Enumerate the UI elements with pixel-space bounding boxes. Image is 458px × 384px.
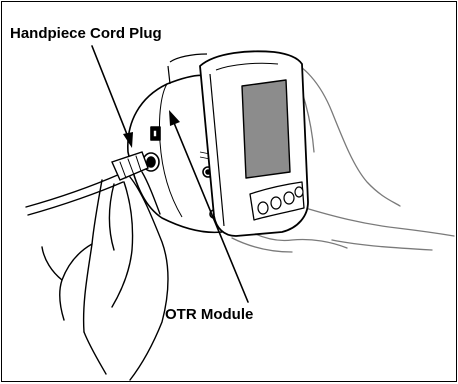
button-3-icon — [283, 191, 295, 205]
arrow-otr-icon — [169, 110, 180, 126]
otr-module-label: OTR Module — [165, 306, 254, 323]
device-illustration — [25, 45, 455, 381]
leader-lines — [91, 45, 249, 303]
button-2-icon — [270, 196, 282, 210]
leader-line-plug — [91, 45, 131, 143]
display-screen — [241, 79, 291, 179]
leader-line-otr — [171, 117, 249, 303]
button-4-icon — [294, 186, 304, 198]
button-1-icon — [257, 201, 269, 215]
device-front — [199, 50, 309, 237]
cord-plug — [111, 151, 149, 181]
handpiece-cord-plug-label: Handpiece Cord Plug — [10, 25, 162, 42]
arrow-plug-icon — [123, 132, 133, 148]
handpiece-cord — [25, 151, 149, 216]
left-hand — [41, 171, 169, 381]
arrowheads — [123, 110, 180, 148]
